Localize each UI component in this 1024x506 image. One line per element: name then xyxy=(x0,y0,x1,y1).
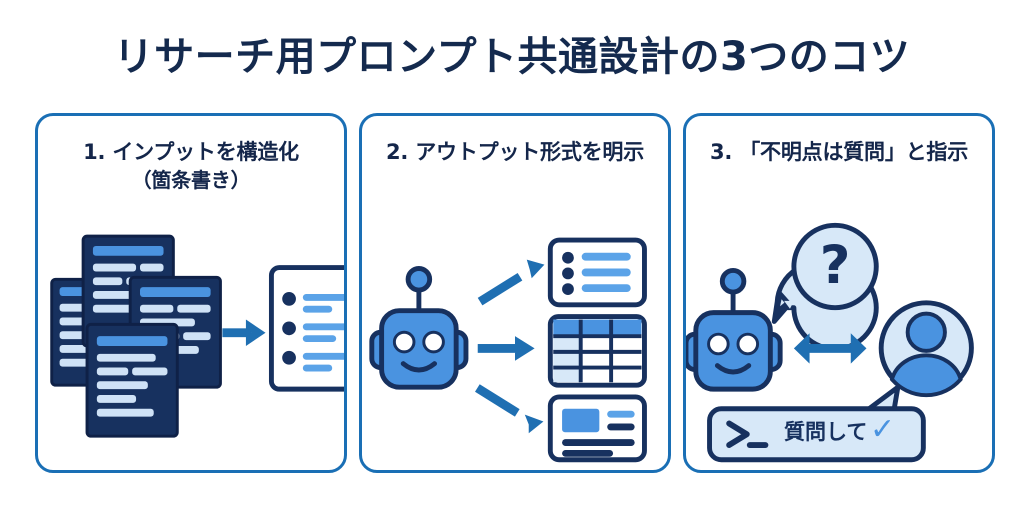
card-output-format[interactable]: 2. アウトプット形式を明示 xyxy=(359,113,671,473)
double-arrow-icon xyxy=(793,333,867,364)
bulleted-list-document xyxy=(268,265,344,392)
right-arrow-icon xyxy=(222,319,266,346)
page-title: リサーチ用プロンプト共通設計の3つのコツ xyxy=(113,34,911,80)
card-1-title-main: 1. インプットを構造化 xyxy=(83,140,299,164)
user-avatar-icon xyxy=(878,300,974,398)
prompt-bar xyxy=(707,384,926,463)
card-3-title-main: 3. 「不明点は質問」と指示 xyxy=(709,140,969,164)
article-card xyxy=(547,394,647,463)
card-2-title-main: 2. アウトプット形式を明示 xyxy=(385,140,645,164)
bullet-list-card xyxy=(547,237,647,308)
question-mark-bubble-icon: ? xyxy=(771,222,879,352)
table-card xyxy=(547,314,647,388)
robot-head-icon xyxy=(369,266,469,390)
messy-documents-stack xyxy=(50,234,222,438)
card-2-illustration xyxy=(362,220,668,470)
arrow-down-right-icon xyxy=(475,384,544,434)
card-3-title: 3. 「不明点は質問」と指示 xyxy=(686,138,992,167)
arrow-up-right-icon xyxy=(477,259,545,306)
svg-text:?: ? xyxy=(820,235,851,296)
card-input-structuring[interactable]: 1. インプットを構造化 （箇条書き） xyxy=(35,113,347,473)
card-1-title-sub: （箇条書き） xyxy=(131,167,251,192)
cards-row: 1. インプットを構造化 （箇条書き） xyxy=(0,113,1024,475)
card-ask-questions[interactable]: 3. 「不明点は質問」と指示 ? xyxy=(683,113,995,473)
card-1-illustration xyxy=(38,220,344,470)
card-1-title: 1. インプットを構造化 （箇条書き） xyxy=(38,138,344,195)
card-2-title: 2. アウトプット形式を明示 xyxy=(362,138,668,167)
arrow-right-icon xyxy=(477,336,535,361)
robot-head-icon xyxy=(686,268,783,392)
card-3-illustration: ? xyxy=(686,220,992,470)
